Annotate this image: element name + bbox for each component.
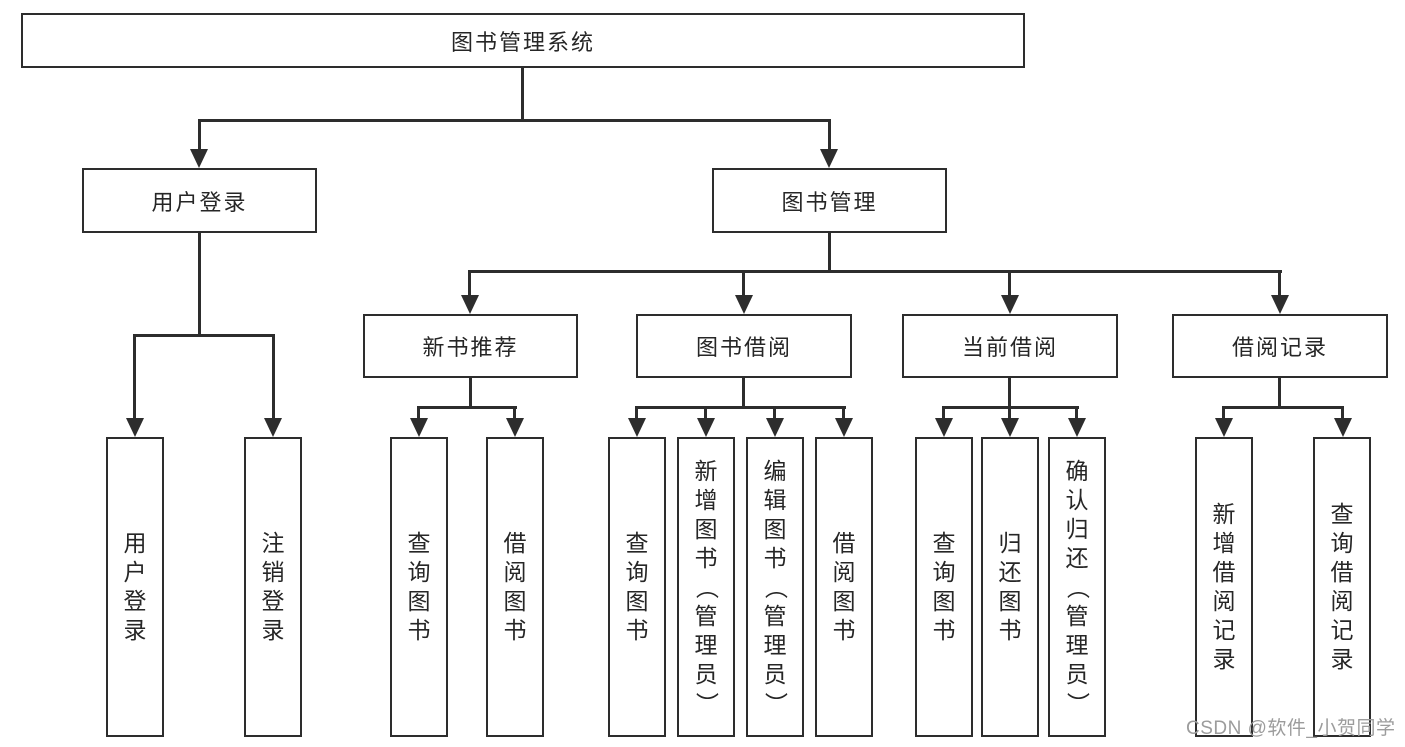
arrow-down-icon bbox=[820, 149, 838, 168]
leaf-query-book-borrow: 查询图书 bbox=[608, 437, 666, 737]
connector-root-bar bbox=[198, 119, 831, 122]
arrow-down-icon bbox=[506, 418, 524, 437]
node-book-management: 图书管理 bbox=[712, 168, 947, 233]
leaf-borrow-book-recommend: 借阅图书 bbox=[486, 437, 544, 737]
leaf-confirm-return-admin: 确认归还（管理员） bbox=[1048, 437, 1106, 737]
node-borrow-records: 借阅记录 bbox=[1172, 314, 1388, 378]
connector-stem bbox=[828, 233, 831, 273]
connector-bar bbox=[468, 270, 1282, 273]
connector-stem bbox=[198, 119, 201, 150]
leaf-query-borrow-record: 查询借阅记录 bbox=[1313, 437, 1371, 737]
connector-stem bbox=[842, 406, 845, 421]
leaf-query-book-current: 查询图书 bbox=[915, 437, 973, 737]
arrow-down-icon bbox=[1068, 418, 1086, 437]
connector-stem bbox=[773, 406, 776, 421]
leaf-borrow-book: 借阅图书 bbox=[815, 437, 873, 737]
csdn-watermark: CSDN @软件_小贺同学 bbox=[1186, 718, 1396, 739]
connector-stem bbox=[272, 334, 275, 420]
leaf-logout: 注销登录 bbox=[244, 437, 302, 737]
arrow-down-icon bbox=[697, 418, 715, 437]
node-user-login: 用户登录 bbox=[82, 168, 317, 233]
connector-stem bbox=[942, 406, 945, 421]
connector-root-stem bbox=[521, 68, 524, 121]
arrow-down-icon bbox=[766, 418, 784, 437]
connector-stem bbox=[635, 406, 638, 421]
connector-stem bbox=[1278, 270, 1281, 297]
connector-stem bbox=[1008, 406, 1011, 421]
node-new-book-recommend: 新书推荐 bbox=[363, 314, 578, 378]
arrow-down-icon bbox=[264, 418, 282, 437]
connector-stem bbox=[1008, 378, 1011, 409]
connector-stem bbox=[742, 378, 745, 409]
arrow-down-icon bbox=[1334, 418, 1352, 437]
arrow-down-icon bbox=[126, 418, 144, 437]
leaf-add-borrow-record: 新增借阅记录 bbox=[1195, 437, 1253, 737]
leaf-query-book-recommend: 查询图书 bbox=[390, 437, 448, 737]
connector-stem bbox=[704, 406, 707, 421]
connector-bar bbox=[133, 334, 275, 337]
arrow-down-icon bbox=[628, 418, 646, 437]
node-root: 图书管理系统 bbox=[21, 13, 1025, 68]
connector-stem bbox=[469, 378, 472, 409]
arrow-down-icon bbox=[835, 418, 853, 437]
connector-stem bbox=[742, 270, 745, 297]
arrow-down-icon bbox=[190, 149, 208, 168]
connector-stem bbox=[133, 334, 136, 420]
node-book-borrow: 图书借阅 bbox=[636, 314, 852, 378]
leaf-return-book: 归还图书 bbox=[981, 437, 1039, 737]
arrow-down-icon bbox=[735, 295, 753, 314]
arrow-down-icon bbox=[461, 295, 479, 314]
arrow-down-icon bbox=[1271, 295, 1289, 314]
connector-stem bbox=[417, 406, 420, 421]
connector-bar bbox=[1222, 406, 1344, 409]
leaf-user-login: 用户登录 bbox=[106, 437, 164, 737]
connector-stem bbox=[468, 270, 471, 297]
connector-stem bbox=[1008, 270, 1011, 297]
arrow-down-icon bbox=[1215, 418, 1233, 437]
node-current-borrow: 当前借阅 bbox=[902, 314, 1118, 378]
connector-stem bbox=[1075, 406, 1078, 421]
arrow-down-icon bbox=[410, 418, 428, 437]
connector-bar bbox=[635, 406, 846, 409]
leaf-add-book-admin: 新增图书（管理员） bbox=[677, 437, 735, 737]
arrow-down-icon bbox=[1001, 418, 1019, 437]
arrow-down-icon bbox=[935, 418, 953, 437]
connector-stem bbox=[513, 406, 516, 421]
arrow-down-icon bbox=[1001, 295, 1019, 314]
leaf-edit-book-admin: 编辑图书（管理员） bbox=[746, 437, 804, 737]
connector-bar bbox=[417, 406, 517, 409]
connector-stem bbox=[1278, 378, 1281, 409]
connector-stem bbox=[198, 232, 201, 336]
connector-stem bbox=[1222, 406, 1225, 421]
connector-stem bbox=[828, 119, 831, 150]
connector-stem bbox=[1341, 406, 1344, 421]
